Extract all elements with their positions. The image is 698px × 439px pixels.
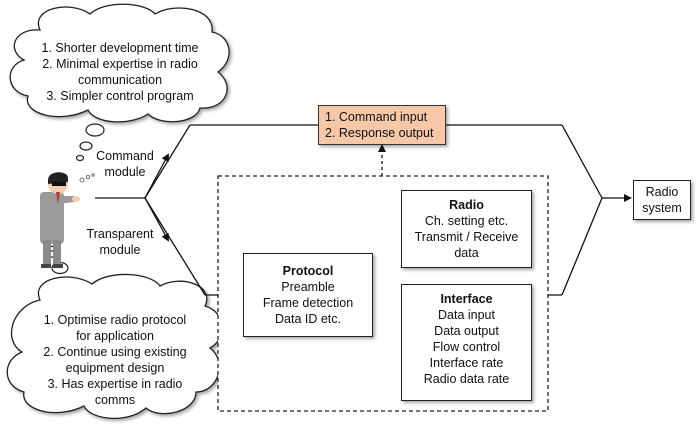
cloud-bottom-line-3: 2. Continue using existing xyxy=(43,345,187,359)
interface-title: Interface xyxy=(440,292,493,306)
radio-title: Radio xyxy=(449,198,484,212)
radio-line-2: Transmit / Receive xyxy=(414,230,519,244)
command-module-label-line-1: Command xyxy=(96,149,154,163)
cloud-bottom-line-6: comms xyxy=(94,393,136,407)
command-module-label-line-2: module xyxy=(104,165,146,179)
cloud-top-text: 1. Shorter development time 2. Minimal e… xyxy=(20,40,220,104)
command-to-radio-line xyxy=(561,124,603,199)
transparent-arrow xyxy=(144,197,169,242)
interface-line-2: Data output xyxy=(434,324,499,338)
cloud-top-line-3: communication xyxy=(77,73,163,87)
cloud-bottom-line-1: 1. Optimise radio protocol xyxy=(43,313,187,327)
transparent-to-radio-line xyxy=(561,197,603,296)
thought-cloud-top xyxy=(9,3,230,162)
radio-line-1: Ch. setting etc. xyxy=(424,214,509,228)
transparent-path-line xyxy=(144,197,206,296)
cloud-top-line-4: 3. Simpler control program xyxy=(46,89,194,103)
command-arrow xyxy=(144,153,169,199)
radio-system-line-2: system xyxy=(642,201,682,215)
command-box-line-2: 2. Response output xyxy=(325,126,434,140)
protocol-title: Protocol xyxy=(282,264,334,278)
cloud-bottom-line-4: equipment design xyxy=(65,361,165,375)
command-module-label: Command module xyxy=(90,148,160,180)
interface-line-3: Flow control xyxy=(432,340,501,354)
person-icon xyxy=(40,172,95,268)
radio-line-3: data xyxy=(454,246,479,260)
command-box-line-1: 1. Command input xyxy=(325,110,428,124)
cloud-bottom-line-5: 3. Has expertise in radio xyxy=(47,377,183,391)
interface-line-1: Data input xyxy=(438,308,495,322)
transparent-module-label-line-2: module xyxy=(99,243,141,257)
cloud-top-line-1: 1. Shorter development time xyxy=(41,41,199,55)
cloud-bottom-text: 1. Optimise radio protocol for applicati… xyxy=(15,312,215,408)
radio-box: Radio Ch. setting etc. Transmit / Receiv… xyxy=(401,190,532,268)
cloud-top-line-2: 2. Minimal expertise in radio xyxy=(42,57,198,71)
protocol-line-2: Frame detection xyxy=(262,296,354,310)
transparent-module-label: Transparent module xyxy=(80,226,160,258)
cloud-bottom-line-2: for application xyxy=(76,329,154,343)
interface-line-5: Radio data rate xyxy=(423,372,510,386)
radio-system-box: Radio system xyxy=(633,180,691,220)
interface-line-4: Interface rate xyxy=(429,356,504,370)
protocol-line-3: Data ID etc. xyxy=(275,312,341,326)
radio-system-line-1: Radio xyxy=(645,185,679,199)
transparent-module-label-line-1: Transparent xyxy=(86,227,154,241)
command-box: 1. Command input 2. Response output xyxy=(318,105,446,145)
protocol-box: Protocol Preamble Frame detection Data I… xyxy=(243,253,373,337)
interface-box: Interface Data input Data output Flow co… xyxy=(401,284,532,401)
protocol-line-1: Preamble xyxy=(281,280,335,294)
